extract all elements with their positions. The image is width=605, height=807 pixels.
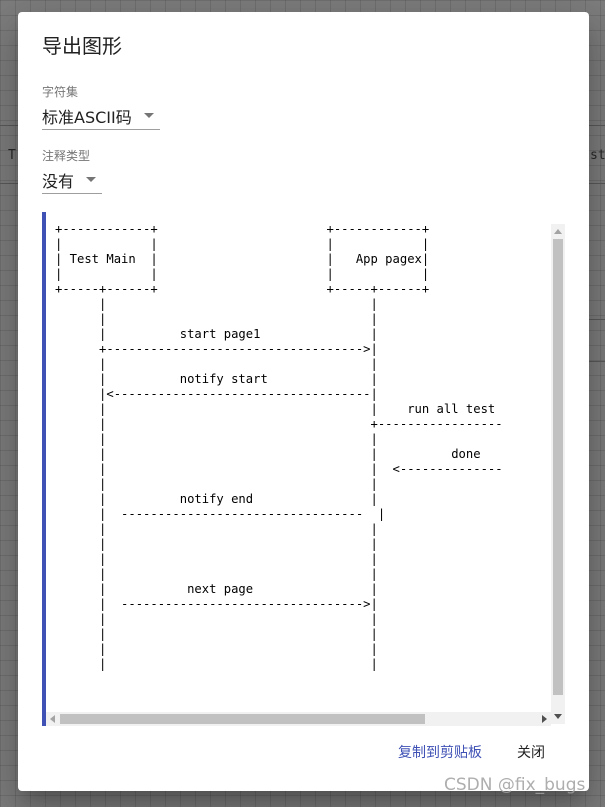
charset-label: 字符集 xyxy=(42,85,79,99)
chevron-down-icon xyxy=(86,177,97,182)
horizontal-scroll-thumb[interactable] xyxy=(60,714,425,724)
charset-select[interactable]: 标准ASCII码 xyxy=(42,102,160,130)
dialog-title: 导出图形 xyxy=(42,34,122,58)
annotation-type-value: 没有 xyxy=(42,171,75,191)
scroll-down-arrow-icon[interactable] xyxy=(554,714,562,719)
scroll-right-arrow-icon[interactable] xyxy=(542,715,547,723)
scroll-left-arrow-icon[interactable] xyxy=(50,715,55,723)
close-button[interactable]: 关闭 xyxy=(517,745,545,761)
annotation-type-label: 注释类型 xyxy=(42,149,91,163)
background-text-right: st xyxy=(590,148,605,163)
watermark-text: CSDN @fix_bugs xyxy=(444,775,586,795)
background-divider-right-a xyxy=(589,319,605,320)
charset-value: 标准ASCII码 xyxy=(42,107,132,127)
vertical-scrollbar[interactable] xyxy=(551,224,565,724)
ascii-diagram-text: +------------+ +------------+ | | | | | … xyxy=(55,222,503,671)
background-text-left: T xyxy=(8,148,16,163)
copy-to-clipboard-button[interactable]: 复制到剪贴板 xyxy=(398,745,482,761)
scroll-up-arrow-icon[interactable] xyxy=(554,229,562,234)
chevron-down-icon xyxy=(143,113,154,118)
horizontal-scrollbar[interactable] xyxy=(46,712,551,726)
vertical-scroll-thumb[interactable] xyxy=(553,239,563,695)
annotation-type-select[interactable]: 没有 xyxy=(42,166,103,194)
background-divider-right-b xyxy=(589,361,605,362)
export-dialog: 导出图形 字符集 标准ASCII码 注释类型 没有 +------------+… xyxy=(18,12,589,791)
ascii-output-area[interactable]: +------------+ +------------+ | | | | | … xyxy=(42,212,565,726)
